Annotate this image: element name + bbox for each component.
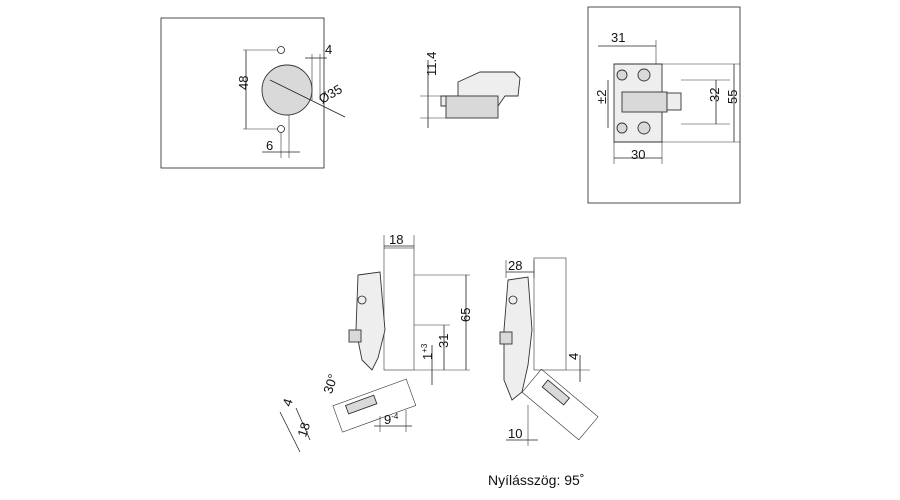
dim-width-top-label: 31 xyxy=(611,30,625,45)
hinge-installed-right: 28 4 10 xyxy=(499,257,599,446)
hinge-arm-left xyxy=(355,271,386,371)
plate-screw-1 xyxy=(616,69,628,81)
dim-panel-label: 18 xyxy=(389,232,403,247)
dim-width-bottom-label: 30 xyxy=(631,147,645,162)
dim-door-thickness-label: 18 xyxy=(294,420,313,438)
door-panel-left xyxy=(332,378,417,433)
cabinet-side-panel-right xyxy=(533,257,567,371)
drill-pattern-view: 4 48 Ø35 6 xyxy=(160,17,346,169)
hinge-installed-left: 18 65 31 1+3 30° 4 18 9-4 xyxy=(279,232,473,453)
door-panel-right xyxy=(521,368,599,441)
dim-mid-label: 31 xyxy=(436,334,451,348)
hinge-screw-left xyxy=(348,329,362,343)
dim-gap-label: 1+3 xyxy=(420,343,435,360)
hinge-cup-right xyxy=(541,379,571,406)
dim-line-diameter xyxy=(269,79,346,118)
dim-clear-label: 10 xyxy=(508,426,522,441)
cup-profile xyxy=(445,95,499,119)
dim-height-label: 48 xyxy=(236,76,251,90)
cup-hole xyxy=(261,64,313,116)
hinge-cup-left xyxy=(344,394,378,415)
plate-screw-3 xyxy=(616,122,628,134)
drill-frame xyxy=(160,17,325,169)
screw-hole-bottom xyxy=(277,125,285,133)
opening-angle-caption: Nyílásszög: 95˚ xyxy=(488,472,585,488)
plate-slot xyxy=(621,91,668,113)
dim-edge-label: 4 xyxy=(325,42,332,57)
plate-clip xyxy=(666,92,682,111)
dim-height-label-left: 65 xyxy=(458,308,473,322)
dim-depth-label-right: 28 xyxy=(508,258,522,273)
dim-depth-label: 11.4 xyxy=(424,52,439,76)
dim-height-inner-label: 32 xyxy=(707,88,722,102)
dim-angle-label: 30° xyxy=(320,372,340,395)
dim-offset-label: 6 xyxy=(266,138,273,153)
dim-door-edge-label: 4 xyxy=(279,397,296,409)
cabinet-side-panel xyxy=(383,247,415,371)
hinge-screw-right xyxy=(499,331,513,345)
dim-height-outer-label: 55 xyxy=(725,90,740,104)
dim-diameter-label: Ø35 xyxy=(316,81,345,106)
side-profile-view: 11.4 xyxy=(420,52,521,128)
plate-screw-2 xyxy=(637,68,651,82)
plate-screw-4 xyxy=(637,121,651,135)
dim-overlay-label: 9-4 xyxy=(384,412,399,427)
screw-hole-top xyxy=(277,46,285,54)
dim-adjust-label: ±2 xyxy=(594,90,609,104)
dim-edge-label-right: 4 xyxy=(566,353,581,360)
plate-frame xyxy=(587,6,741,204)
mounting-plate-view: 31 ±2 30 32 55 xyxy=(587,6,741,204)
